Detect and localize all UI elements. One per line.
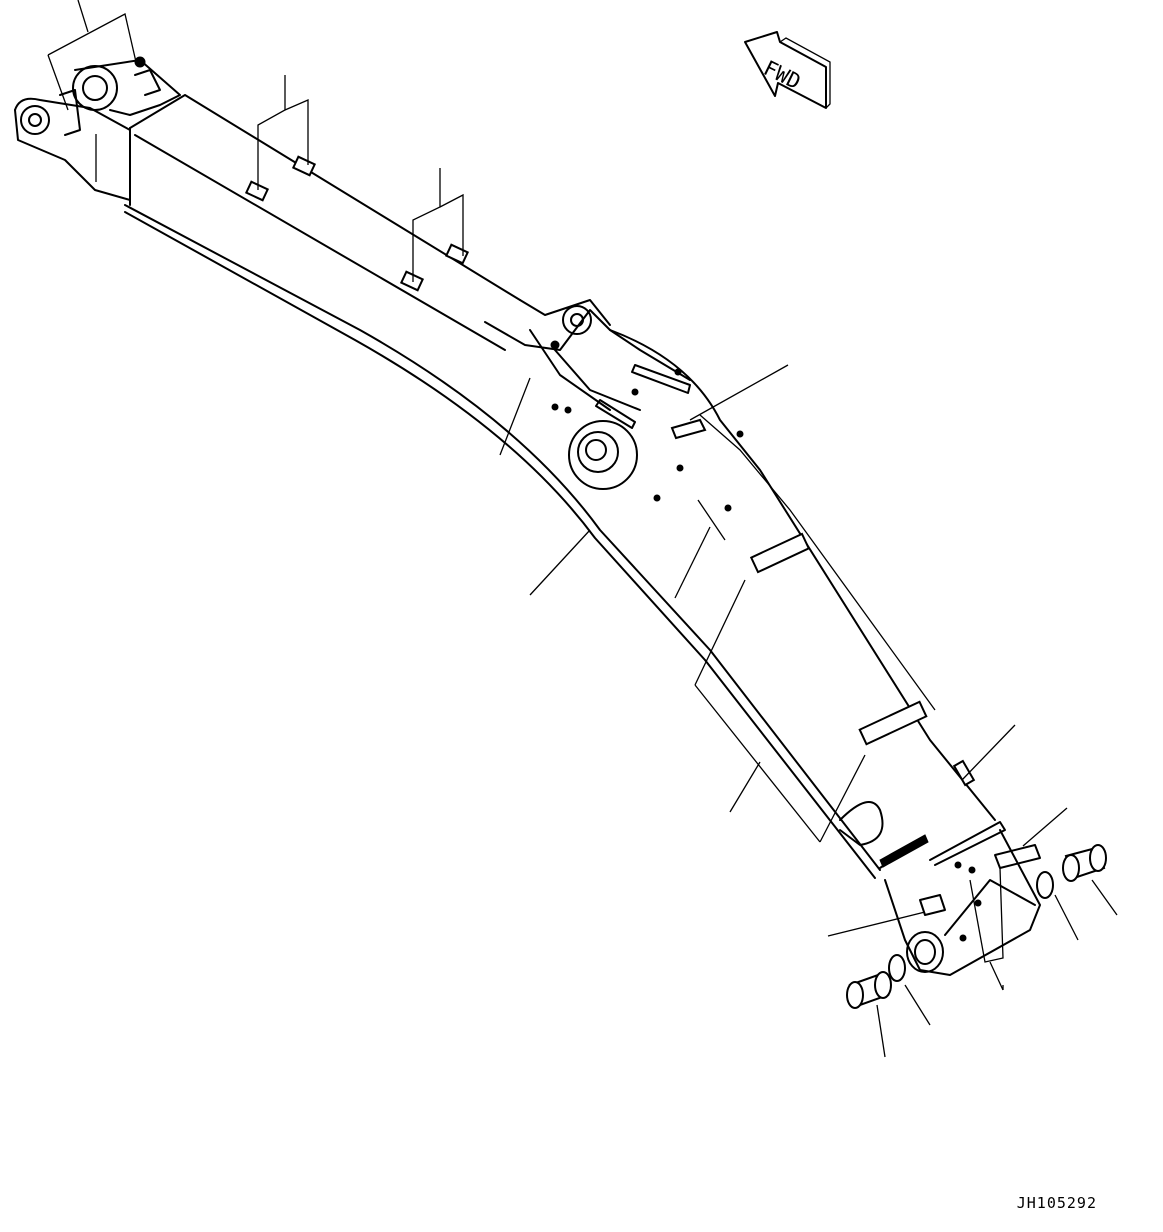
- ring-right: [1036, 871, 1054, 899]
- bushing-lower-left: [846, 971, 892, 1009]
- fwd-label: FWD: [760, 56, 805, 94]
- ring-lower-left: [888, 954, 906, 982]
- bushing-right: [1062, 844, 1107, 882]
- boom-tip-pins: [846, 844, 1107, 1009]
- leader-lines: [47, 0, 1118, 1058]
- forward-direction-arrow: FWD: [744, 31, 831, 109]
- boom-arm: [14, 56, 1041, 976]
- drawing-code: JH105292: [1016, 1194, 1097, 1212]
